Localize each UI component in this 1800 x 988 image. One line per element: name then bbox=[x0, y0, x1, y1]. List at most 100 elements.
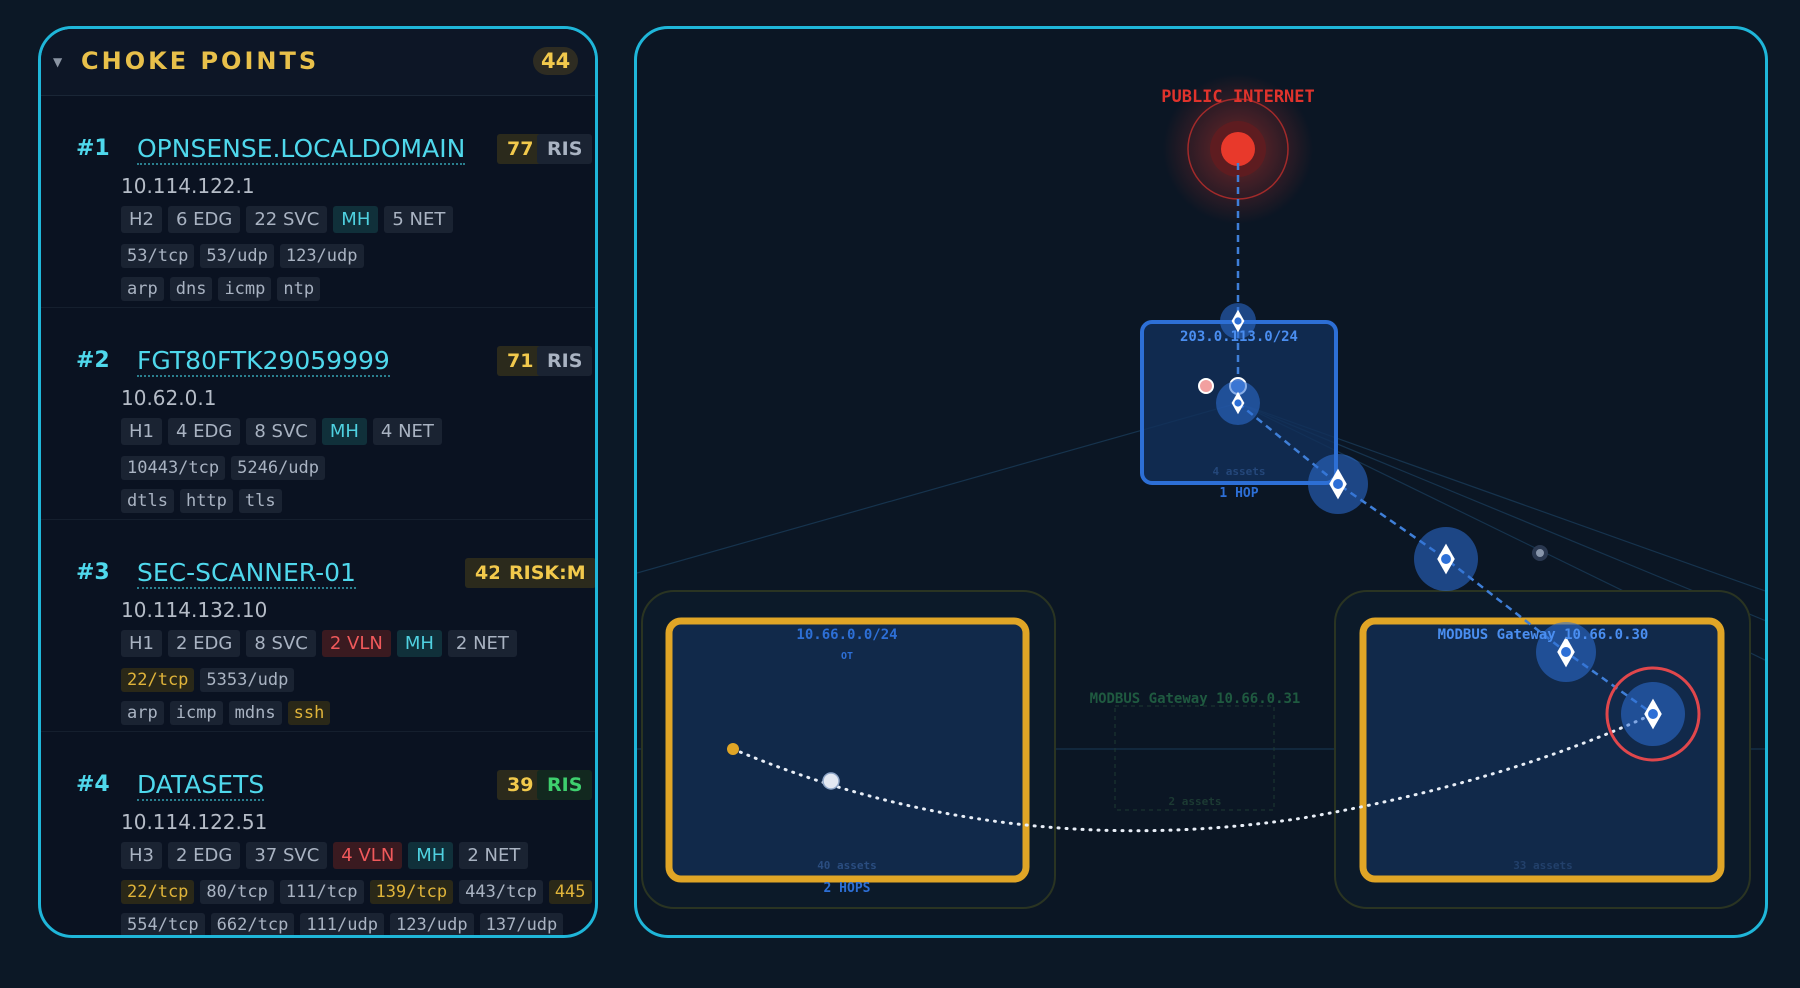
tags-tag: MH bbox=[408, 842, 454, 869]
gateway-31-box[interactable] bbox=[1114, 705, 1275, 811]
router-node[interactable] bbox=[1621, 682, 1685, 746]
router-node[interactable] bbox=[1216, 381, 1260, 425]
tags-tag: 5 NET bbox=[384, 206, 454, 233]
ports-tag: 22/tcp bbox=[121, 668, 195, 692]
host-node-gray[interactable] bbox=[1532, 545, 1548, 561]
ports-tag: 53/tcp bbox=[121, 244, 195, 268]
protocols-tag: dtls bbox=[121, 489, 174, 513]
protocols-tag: ssh bbox=[287, 701, 331, 725]
host-link[interactable]: DATASETS bbox=[137, 770, 265, 801]
lateral-path bbox=[731, 712, 1655, 833]
tags-tag: MH bbox=[396, 630, 442, 657]
rank-label: #3 bbox=[76, 560, 110, 585]
protocols-tag: 123/udp bbox=[389, 913, 474, 935]
tags-tag: H2 bbox=[121, 206, 162, 233]
ip-address: 10.114.132.10 bbox=[121, 598, 268, 622]
risk-badge: RISK:M bbox=[499, 558, 595, 588]
rank-label: #2 bbox=[76, 348, 110, 373]
host-node-white[interactable] bbox=[822, 772, 840, 790]
score-badge: 71 bbox=[497, 346, 544, 376]
protocols-tag: icmp bbox=[169, 701, 223, 725]
host-link[interactable]: SEC-SCANNER-01 bbox=[137, 558, 356, 589]
tags-tag: 2 NET bbox=[447, 630, 517, 657]
choke-point-list: #1 OPNSENSE.LOCALDOMAIN 77 RIS 10.114.12… bbox=[41, 96, 595, 935]
tags-tag: 4 VLN bbox=[333, 842, 403, 869]
node-core bbox=[1441, 554, 1451, 564]
node-core bbox=[1234, 399, 1242, 407]
ot-zone-label: OT bbox=[841, 651, 853, 662]
ports-tag: 139/tcp bbox=[369, 880, 454, 904]
rank-label: #1 bbox=[76, 136, 110, 161]
protocols-tag: http bbox=[179, 489, 233, 513]
protocols-tag: dns bbox=[169, 277, 213, 301]
protocols-tag: 111/udp bbox=[300, 913, 384, 935]
gateway-30-box[interactable] bbox=[1359, 617, 1725, 883]
ports-tag: 80/tcp bbox=[200, 880, 274, 904]
choke-count-badge: 44 bbox=[533, 47, 579, 75]
protocols-tag: tls bbox=[238, 489, 282, 513]
tags-tag: 2 VLN bbox=[321, 630, 391, 657]
tags-tag: 4 NET bbox=[372, 418, 442, 445]
ports-tag: 123/udp bbox=[279, 244, 364, 268]
protocols-tag: icmp bbox=[218, 277, 272, 301]
internet-node[interactable] bbox=[1221, 132, 1255, 166]
tags-tag: H1 bbox=[121, 630, 162, 657]
tags-tag: 6 EDG bbox=[168, 206, 241, 233]
tags-tag: 8 SVC bbox=[246, 418, 316, 445]
dmz-hops-label: 1 HOP bbox=[1219, 486, 1258, 501]
router-node[interactable] bbox=[1220, 303, 1256, 339]
network-map[interactable]: 10.66.0.0/24 OT 40 assets 2 HOPS MODBUS … bbox=[637, 29, 1768, 938]
node-core bbox=[1561, 647, 1571, 657]
tags-tag: 22 SVC bbox=[246, 206, 328, 233]
node-core bbox=[1333, 479, 1343, 489]
gateway-31-label: MODBUS Gateway 10.66.0.31 bbox=[1090, 691, 1301, 707]
choke-points-header[interactable]: ▼ CHOKE POINTS 44 bbox=[41, 29, 595, 96]
ports-tag: 445 bbox=[548, 880, 592, 904]
host-link[interactable]: FGT80FTK29059999 bbox=[137, 346, 390, 377]
tags-tag: 2 EDG bbox=[168, 630, 241, 657]
host-node-pink[interactable] bbox=[1198, 378, 1214, 394]
tags-tag: MH bbox=[333, 206, 379, 233]
attack-path bbox=[1236, 163, 1654, 716]
host-node-yellow[interactable] bbox=[727, 743, 739, 755]
ports-tag: 5353/udp bbox=[200, 668, 295, 692]
ip-address: 10.62.0.1 bbox=[121, 386, 217, 410]
router-node[interactable] bbox=[1536, 622, 1596, 682]
risk-badge: RIS bbox=[537, 134, 593, 164]
gateway-30-assets: 33 assets bbox=[1513, 859, 1573, 872]
router-node[interactable] bbox=[1414, 527, 1478, 591]
gateway-31-assets: 2 assets bbox=[1169, 795, 1222, 808]
panel-title: CHOKE POINTS bbox=[81, 47, 320, 75]
host-link[interactable]: OPNSENSE.LOCALDOMAIN bbox=[137, 134, 466, 165]
score-badge: 39 bbox=[497, 770, 544, 800]
score-badge: 77 bbox=[497, 134, 544, 164]
ot-subnet-box[interactable] bbox=[665, 617, 1030, 883]
protocols-tag: mdns bbox=[228, 701, 282, 725]
dmz-cidr-label: 203.0.113.0/24 bbox=[1180, 329, 1298, 345]
protocols-tag: 554/tcp bbox=[121, 913, 205, 935]
gateway-30-label: MODBUS Gateway 10.66.0.30 bbox=[1438, 627, 1649, 643]
tags-tag: H3 bbox=[121, 842, 162, 869]
ports-tag: 10443/tcp bbox=[121, 456, 226, 480]
choke-point-item[interactable]: #1 OPNSENSE.LOCALDOMAIN 77 RIS 10.114.12… bbox=[41, 96, 595, 308]
tags-tag: H1 bbox=[121, 418, 162, 445]
choke-point-item[interactable]: #3 SEC-SCANNER-01 42 RISK:M 10.114.132.1… bbox=[41, 520, 595, 732]
router-node[interactable] bbox=[1308, 454, 1368, 514]
collapse-caret-icon[interactable]: ▼ bbox=[53, 55, 63, 69]
network-map-panel[interactable]: 10.66.0.0/24 OT 40 assets 2 HOPS MODBUS … bbox=[634, 26, 1768, 938]
tags-tag: 2 NET bbox=[459, 842, 529, 869]
ip-address: 10.114.122.1 bbox=[121, 174, 255, 198]
ot-assets-label: 40 assets bbox=[817, 859, 877, 872]
ot-hops-label: 2 HOPS bbox=[824, 881, 871, 896]
ports-tag: 53/udp bbox=[200, 244, 274, 268]
